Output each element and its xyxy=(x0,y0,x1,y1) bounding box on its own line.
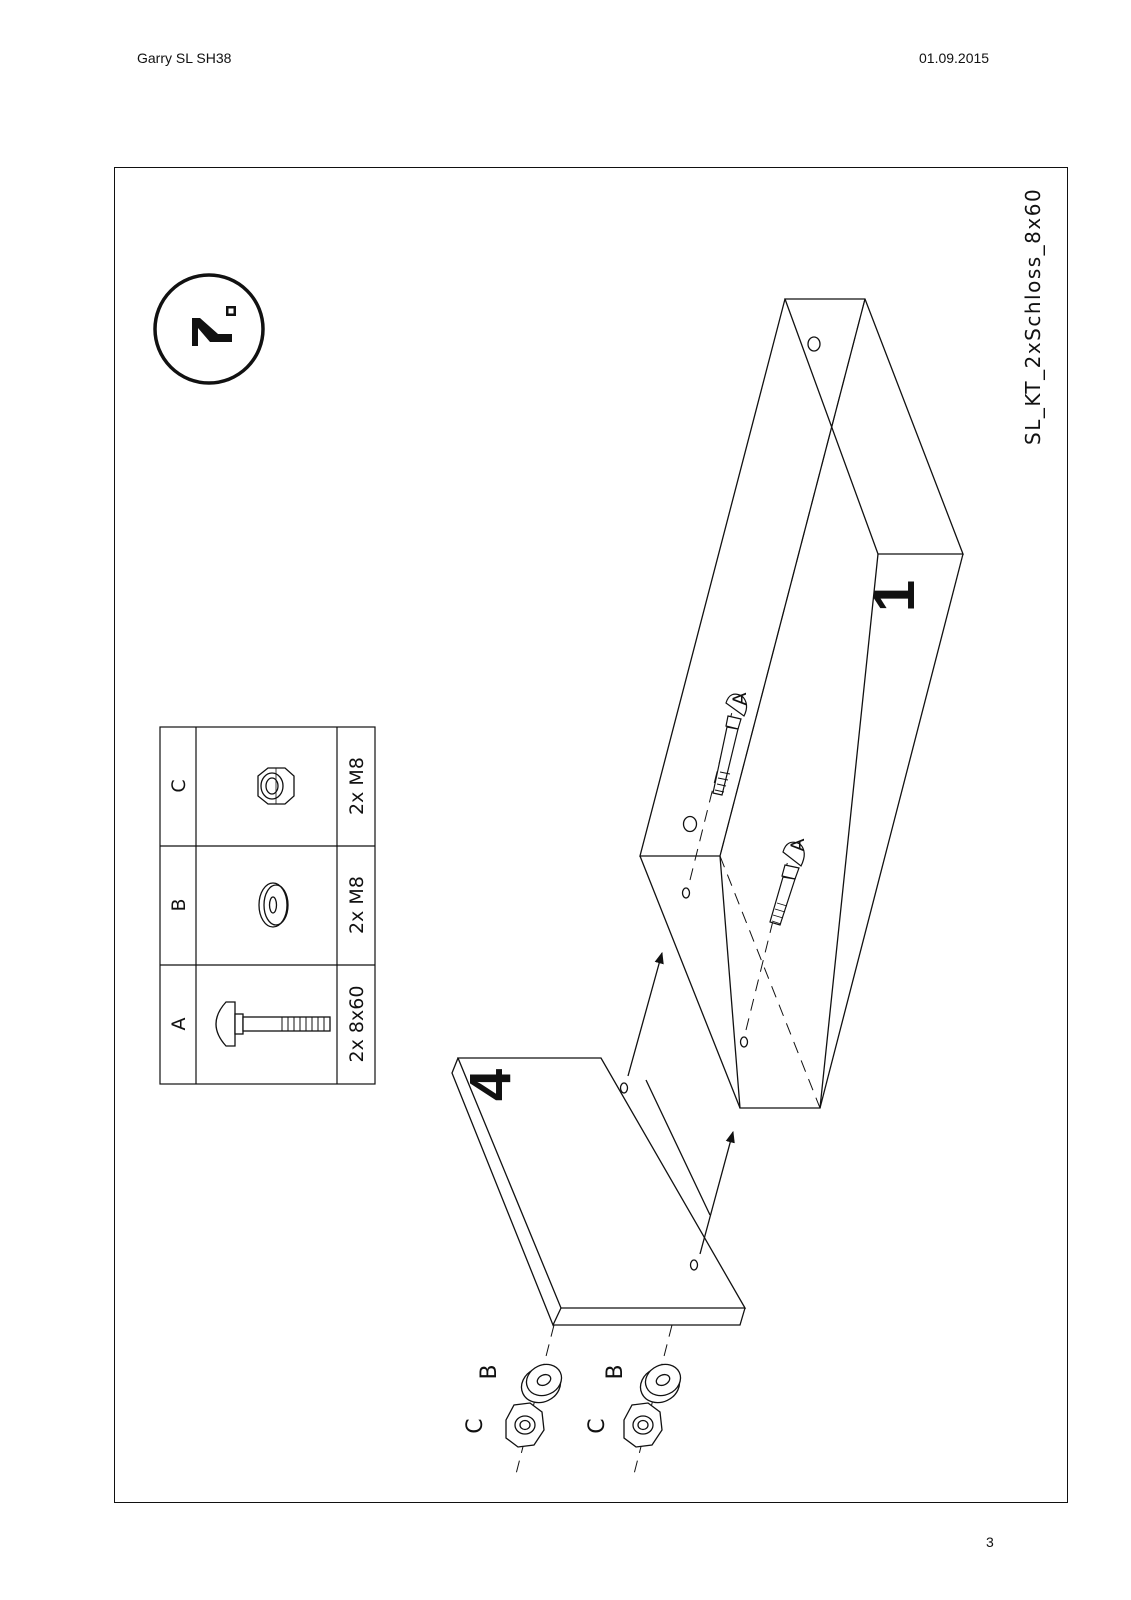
carriage-bolt-icon xyxy=(215,1001,331,1047)
washer-b-lower xyxy=(639,1363,682,1404)
parts-table-qty-a: 2x 8x60 xyxy=(346,986,368,1063)
parts-table-qty-c: 2x M8 xyxy=(346,757,368,815)
hex-nut-icon xyxy=(257,767,295,805)
washer-icon xyxy=(258,882,289,928)
parts-table-letter-c: C xyxy=(168,779,190,792)
board-part-4 xyxy=(451,951,747,1479)
carriage-bolt-a-lower xyxy=(769,841,805,926)
hex-nut-c-upper xyxy=(505,1402,545,1448)
carriage-bolt-a-upper xyxy=(712,693,748,796)
parts-table-qty-b: 2x M8 xyxy=(346,876,368,934)
part-number-1: 1 xyxy=(862,580,927,612)
parts-table-letter-b: B xyxy=(168,898,190,911)
assembly-drawing-frame xyxy=(114,167,1068,1503)
drawing-code: SL_KT_2xSchloss_8x60 xyxy=(1021,188,1045,445)
washer-callout-b-upper: B xyxy=(477,1364,502,1379)
bolt-callout-a-upper: A xyxy=(729,693,751,706)
document-header-left: Garry SL SH38 xyxy=(137,50,232,66)
washer-callout-b-lower: B xyxy=(603,1364,628,1379)
nut-callout-c-lower: C xyxy=(585,1418,610,1433)
bolt-callout-a-lower: A xyxy=(787,839,809,852)
beam-part-1 xyxy=(639,298,964,1109)
step-indicator-icon xyxy=(153,273,265,385)
washer-b-upper xyxy=(520,1363,563,1404)
parts-table: A B C 2x 8x60 2x M8 2x M8 xyxy=(159,726,376,1085)
page-number: 3 xyxy=(986,1534,994,1550)
nut-callout-c-upper: C xyxy=(463,1418,488,1433)
hex-nut-c-lower xyxy=(623,1402,663,1448)
document-date: 01.09.2015 xyxy=(919,50,990,66)
parts-table-letter-a: A xyxy=(168,1018,190,1031)
part-number-4: 4 xyxy=(458,1069,523,1101)
